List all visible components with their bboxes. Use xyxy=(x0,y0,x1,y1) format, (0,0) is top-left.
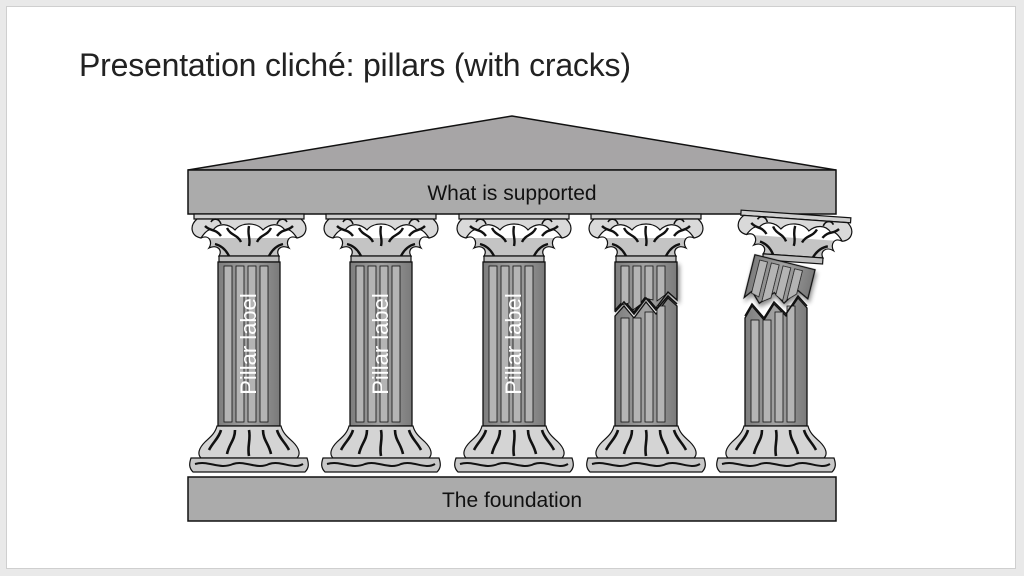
pillar: Pillar label xyxy=(453,212,575,474)
pillar-label: Pillar label xyxy=(501,293,526,395)
foundation-label: The foundation xyxy=(442,489,582,512)
entablature: What is supported xyxy=(187,169,837,215)
cracked-pillar xyxy=(585,212,707,474)
pillar: Pillar label xyxy=(188,212,310,474)
pillar-label: Pillar label xyxy=(368,293,393,395)
pillar-label: Pillar label xyxy=(236,293,261,395)
entablature-label: What is supported xyxy=(427,182,596,205)
slide-title: Presentation cliché: pillars (with crack… xyxy=(79,47,631,83)
foundation: The foundation xyxy=(187,476,837,522)
pediment-roof xyxy=(187,115,837,171)
broken-pillar xyxy=(715,208,854,474)
pillar: Pillar label xyxy=(320,212,442,474)
